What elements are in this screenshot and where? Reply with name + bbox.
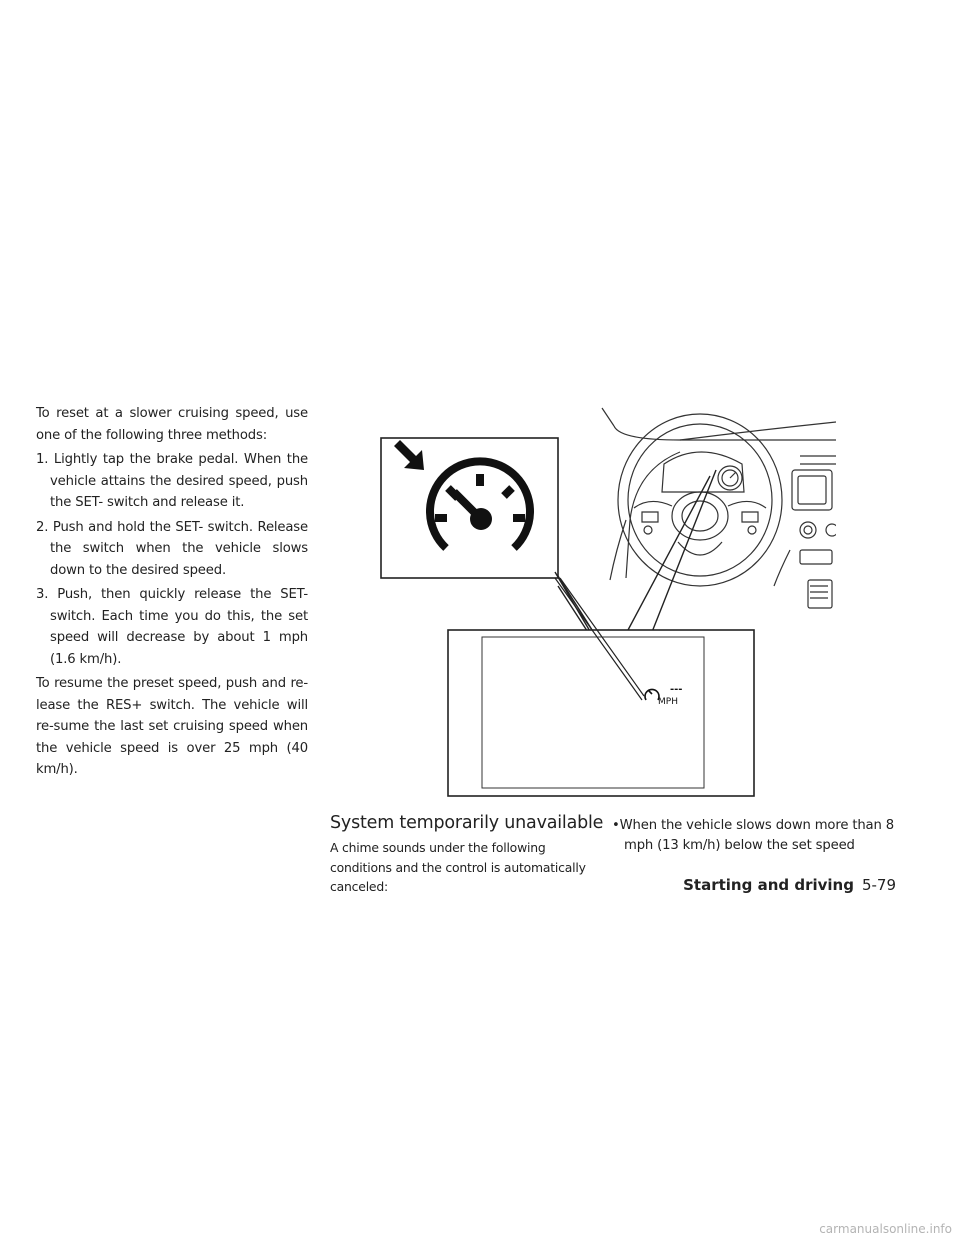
intro-paragraph: To reset at a slower cruising speed, use… <box>36 406 308 443</box>
display-screen <box>481 636 705 789</box>
method-2: 2. Push and hold the SET- switch. Releas… <box>36 519 308 578</box>
dashboard-drawing <box>601 407 836 609</box>
section-body: A chime sounds under the following condi… <box>330 840 586 894</box>
watermark: carmanualsonline.info <box>819 1222 952 1236</box>
page-number: 5-79 <box>861 876 896 894</box>
method-1: 1. Lightly tap the brake pedal. When the… <box>36 452 308 510</box>
left-column: To reset at a slower cruising speed, use… <box>36 403 308 784</box>
mini-cruise-icon <box>644 688 660 701</box>
speedometer-needle-hub <box>470 508 492 530</box>
pointer-arrow-icon <box>394 440 424 470</box>
cruise-control-illustration: --- MPH <box>380 400 836 798</box>
bullet-list: •When the vehicle slows down more than 8… <box>612 816 900 856</box>
bullet-item: •When the vehicle slows down more than 8… <box>612 818 894 853</box>
bullet-text: When the vehicle slows down more than 8 … <box>619 818 894 853</box>
display-unit: MPH <box>658 697 678 707</box>
resume-paragraph: To resume the preset speed, push and re-… <box>36 676 308 777</box>
section-heading: System temporarily unavailable <box>330 813 604 833</box>
footer-section-name: Starting and driving <box>683 876 854 894</box>
method-3: 3. Push, then quickly release the SET- s… <box>36 587 308 667</box>
page-footer: Starting and driving 5-79 <box>683 876 896 894</box>
display-dashes: --- <box>670 684 682 695</box>
